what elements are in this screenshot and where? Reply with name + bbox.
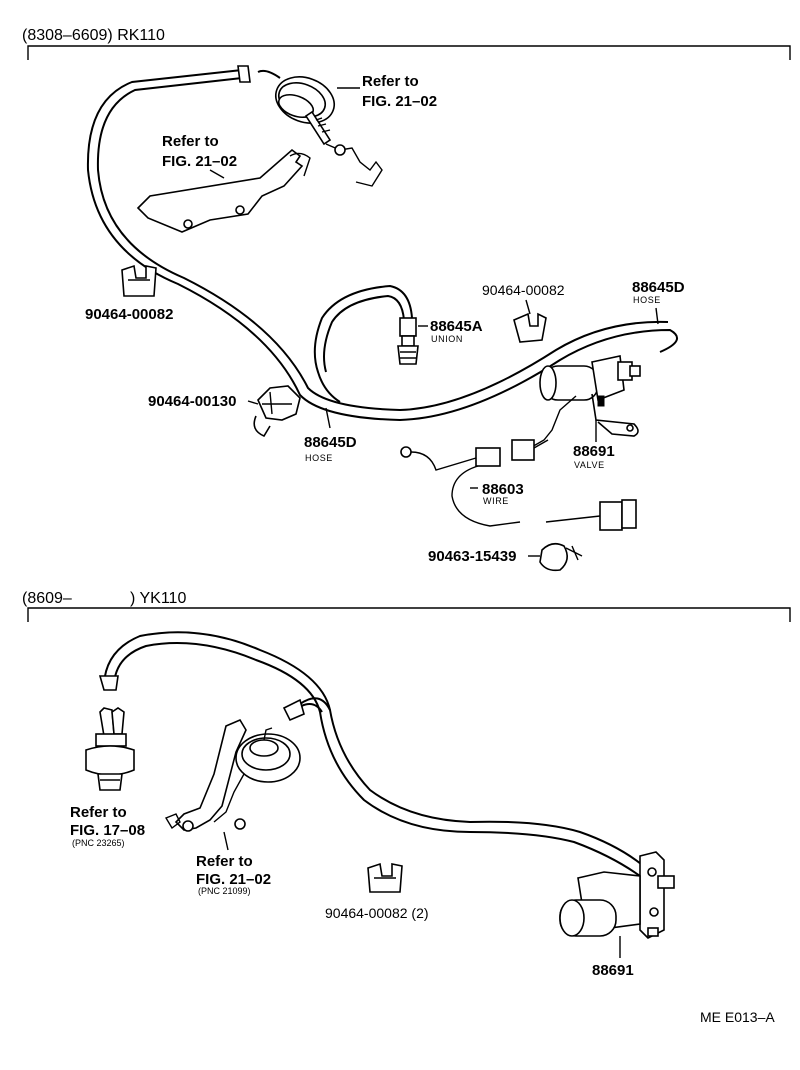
hose-right-part-number: 88645D [632, 279, 685, 296]
union-fitting [313, 284, 419, 403]
hose-lower-part-number: 88645D [304, 434, 357, 451]
drawing-code: ME E013–A [700, 1009, 775, 1025]
refer-d-pnc: (PNC 21099) [198, 886, 251, 896]
hose-clip-left [121, 264, 157, 297]
refer-b-line1: Refer to [162, 133, 219, 150]
vacuum-switching-valve-bottom [559, 851, 675, 939]
refer-d-leader [223, 831, 229, 851]
union-part-number: 88645A [430, 318, 483, 335]
bottom-section-bracket [27, 607, 791, 622]
hose-clip-right [513, 312, 547, 343]
hose-clip-bottom [367, 862, 403, 893]
refer-d-line2: FIG. 21–02 [196, 871, 271, 888]
vacuum-switch [85, 707, 135, 791]
wire-band [539, 542, 583, 572]
refer-b-leader [209, 169, 225, 179]
union-part-name: UNION [431, 334, 463, 344]
refer-d-line1: Refer to [196, 853, 253, 870]
vacuum-switching-valve-top [529, 355, 641, 449]
bottom-section-header-start: (8609– [22, 590, 72, 607]
refer-c-pnc: (PNC 23265) [72, 838, 125, 848]
wire-part-number: 88603 [482, 481, 524, 498]
vacuum-actuator-top [257, 69, 383, 187]
vacuum-actuator-bottom [164, 718, 301, 832]
wire-harness [400, 439, 637, 531]
clip-right-label: 90464-00082 [482, 282, 565, 298]
main-hose-bottom [98, 631, 647, 877]
valve-bottom-part-number: 88691 [592, 962, 634, 979]
refer-a-line2: FIG. 21–02 [362, 93, 437, 110]
hose-clamp [253, 385, 301, 438]
refer-c-line1: Refer to [70, 804, 127, 821]
refer-c-line2: FIG. 17–08 [70, 822, 145, 839]
mounting-bracket-top [136, 148, 311, 233]
clip-bottom-label: 90464-00082 (2) [325, 905, 429, 921]
refer-b-line2: FIG. 21–02 [162, 153, 237, 170]
hose-lower-leader [325, 407, 331, 429]
clip-left-label: 90464-00082 [85, 306, 173, 323]
main-hose-top [86, 65, 679, 422]
top-section-header: (8308–6609) RK110 [22, 27, 165, 44]
clamp-label: 90464-00130 [148, 393, 236, 410]
hose-right-part-name: HOSE [633, 295, 661, 305]
hose-right-leader [655, 307, 659, 325]
valve-top-part-number: 88691 [573, 443, 615, 460]
top-section-bracket [27, 45, 791, 60]
refer-a-line1: Refer to [362, 73, 419, 90]
valve-top-part-name: VALVE [574, 460, 605, 470]
clamp-leader [247, 400, 259, 405]
clip-right-leader [525, 299, 531, 315]
wire-part-name: WIRE [483, 496, 509, 506]
bottom-section-header-end: ) YK110 [130, 590, 186, 607]
band-label: 90463-15439 [428, 548, 516, 565]
hose-lower-part-name: HOSE [305, 453, 333, 463]
